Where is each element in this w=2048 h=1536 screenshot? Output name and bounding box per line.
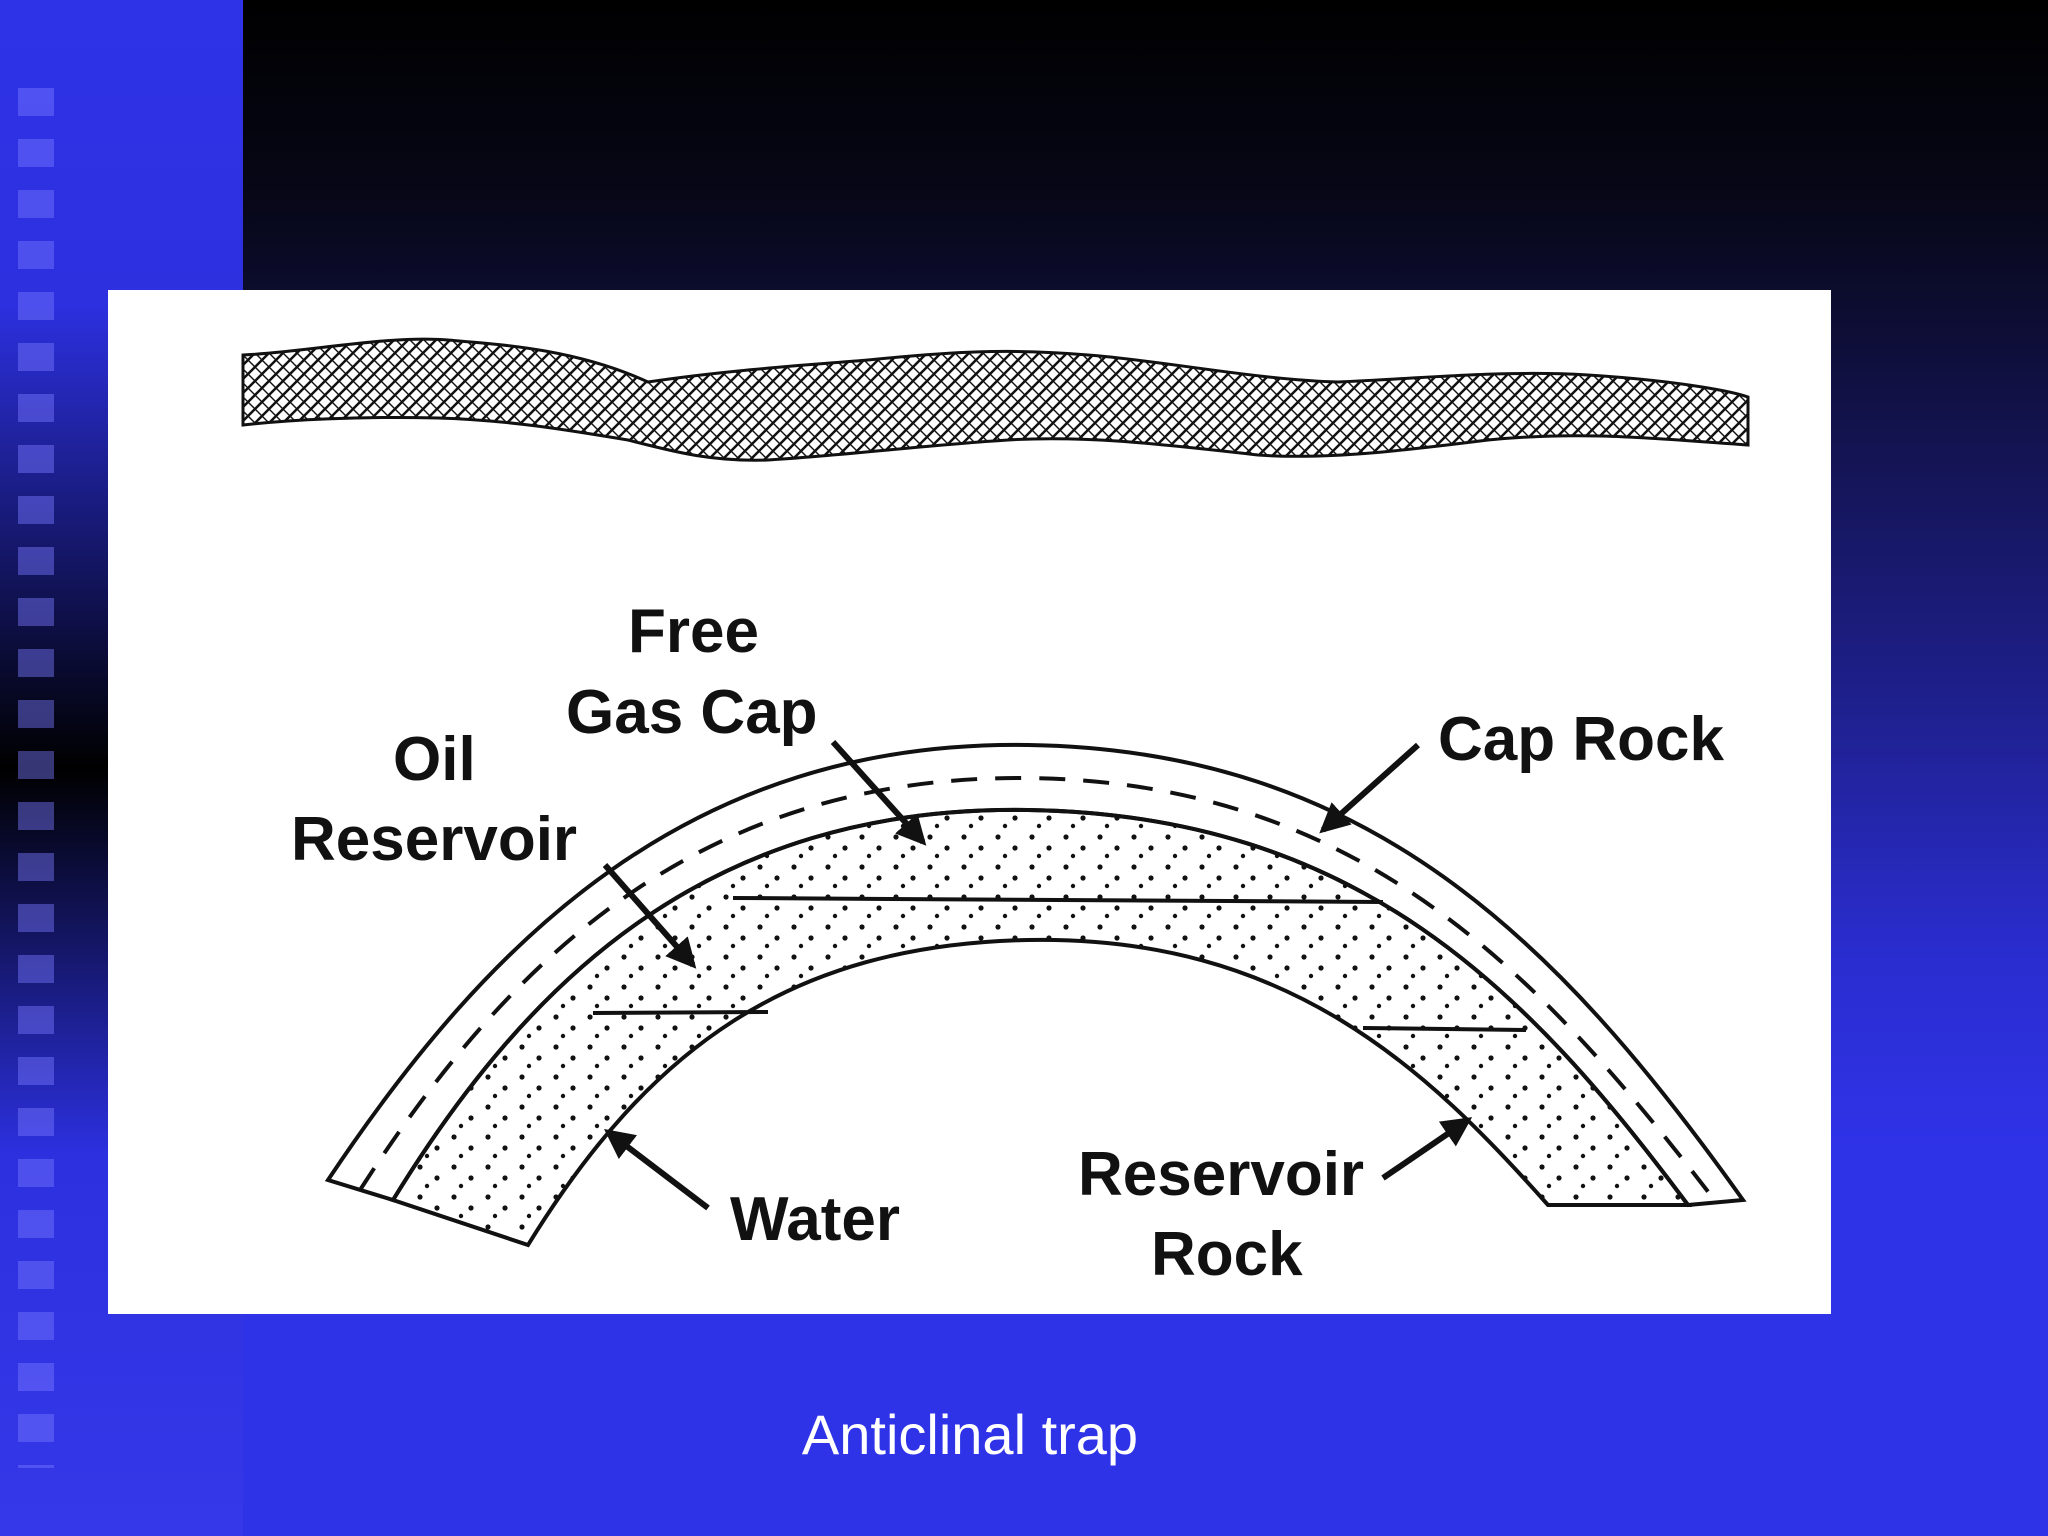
water-arrow <box>604 1128 710 1211</box>
gas-cap-arrow <box>830 739 927 846</box>
label-reservoir-rock-1: Reservoir <box>1078 1140 1364 1209</box>
oil-water-contact <box>592 1010 1527 1032</box>
cap-rock-arrow <box>1319 742 1421 834</box>
label-gas-cap: Gas Cap <box>566 678 818 747</box>
reservoir-rock-arrow <box>1381 1117 1473 1181</box>
ground-surface <box>241 337 1750 462</box>
label-reservoir-left: Reservoir <box>291 805 577 874</box>
diagram-panel: Free Gas Cap Oil Reservoir Cap Rock Wate… <box>108 290 1831 1314</box>
slide-caption: Anticlinal trap <box>801 1403 1139 1466</box>
gas-oil-contact <box>732 896 1384 904</box>
oil-reservoir-arrow <box>602 863 697 969</box>
label-free: Free <box>628 597 759 666</box>
label-oil: Oil <box>393 725 476 794</box>
label-water: Water <box>730 1185 900 1254</box>
label-cap-rock: Cap Rock <box>1438 705 1724 774</box>
decorative-squares <box>18 88 54 1468</box>
anticline-diagram: Free Gas Cap Oil Reservoir Cap Rock Wate… <box>241 337 1750 1289</box>
label-reservoir-rock-2: Rock <box>1151 1220 1303 1289</box>
reservoir-rock-layer <box>389 807 1692 1248</box>
